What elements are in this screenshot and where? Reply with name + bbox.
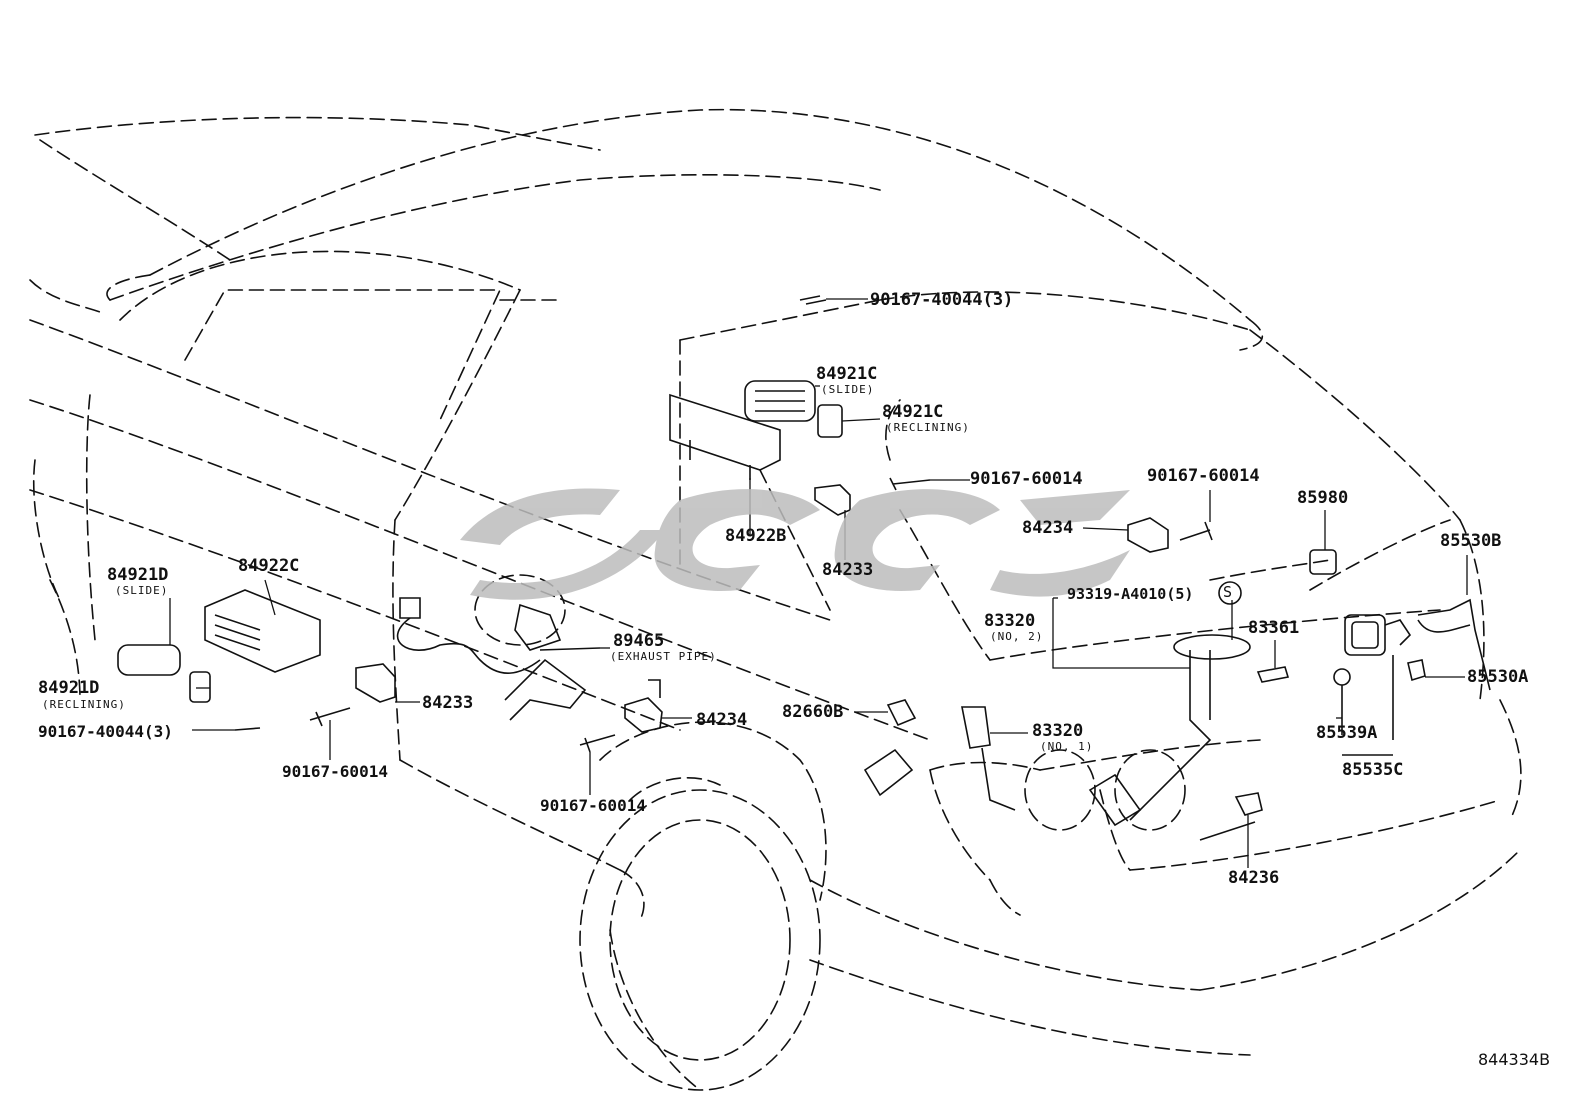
part-label-84233-upper[interactable]: 84233 <box>822 560 874 580</box>
part-label-84921c-reclining[interactable]: 84921C <box>882 402 944 422</box>
part-label-83320-no2[interactable]: 83320 <box>984 611 1036 631</box>
part-label-84234-lower[interactable]: 84234 <box>696 710 748 730</box>
part-label-85539a[interactable]: 85539A <box>1316 723 1378 743</box>
part-note-reclining: (RECLINING) <box>886 421 970 434</box>
s-mark-symbol: S <box>1223 583 1233 601</box>
part-label-84234-upper[interactable]: 84234 <box>1022 518 1074 538</box>
part-label-82660b[interactable]: 82660B <box>782 702 844 722</box>
part-note-no1: (NO, 1) <box>1040 740 1094 753</box>
part-label-84921c-slide[interactable]: 84921C <box>816 364 878 384</box>
part-note-no2: (NO, 2) <box>990 630 1044 643</box>
part-label-85535c[interactable]: 85535C <box>1342 760 1404 780</box>
part-label-90167-60014-lower-center[interactable]: 90167-60014 <box>540 796 646 815</box>
part-note-slide: (SLIDE) <box>821 383 875 396</box>
part-note-reclining-left: (RECLINING) <box>42 698 126 711</box>
part-label-83361[interactable]: 83361 <box>1248 618 1300 638</box>
part-label-84921d-reclining[interactable]: 84921D <box>38 678 100 698</box>
part-note-slide-left: (SLIDE) <box>115 584 169 597</box>
part-label-90167-40044-top[interactable]: 90167-40044(3) <box>870 290 1014 310</box>
part-label-90167-60014-lower-left[interactable]: 90167-60014 <box>282 762 388 781</box>
part-label-84922c[interactable]: 84922C <box>238 556 300 576</box>
part-label-84233-lower[interactable]: 84233 <box>422 693 474 713</box>
diagram-code: 844334B <box>1478 1050 1551 1069</box>
part-label-90167-60014-right[interactable]: 90167-60014 <box>1147 466 1260 486</box>
part-label-90167-40044-left[interactable]: 90167-40044(3) <box>38 722 173 741</box>
part-label-90167-60014-center[interactable]: 90167-60014 <box>970 469 1083 489</box>
part-label-84922b[interactable]: 84922B <box>725 526 787 546</box>
part-label-85530b[interactable]: 85530B <box>1440 531 1502 551</box>
part-label-84921d-slide[interactable]: 84921D <box>107 565 169 585</box>
part-label-84236[interactable]: 84236 <box>1228 868 1280 888</box>
part-label-85530a[interactable]: 85530A <box>1467 667 1529 687</box>
part-label-93319-a4010[interactable]: 93319-A4010(5) <box>1067 585 1194 603</box>
part-label-89465[interactable]: 89465 <box>613 631 665 651</box>
part-label-85980[interactable]: 85980 <box>1297 488 1349 508</box>
part-note-exhaust-pipe: (EXHAUST PIPE) <box>610 650 717 663</box>
part-label-83320-no1[interactable]: 83320 <box>1032 721 1084 741</box>
